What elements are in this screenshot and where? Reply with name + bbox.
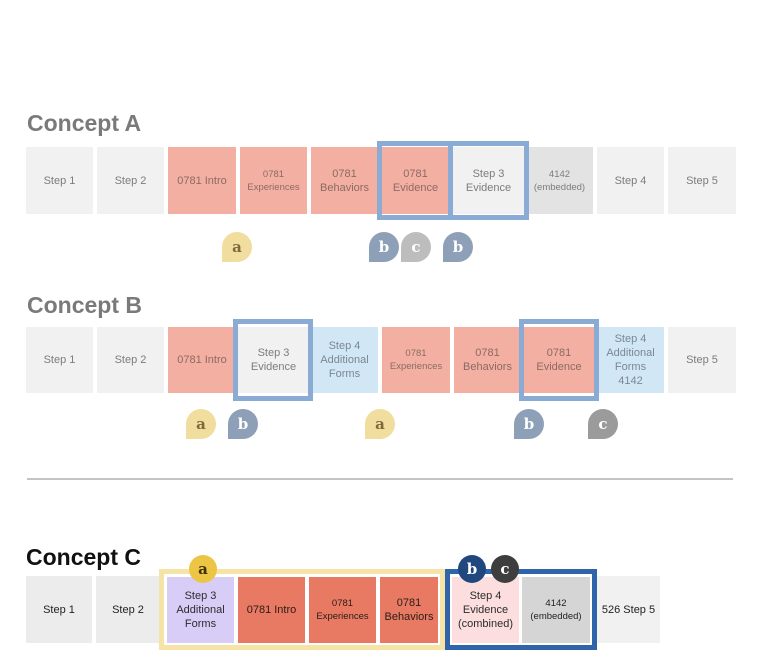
- concept-a-0781-experiences: 0781 Experiences: [240, 147, 307, 214]
- concept-a-badge-c: c: [401, 232, 431, 262]
- concept-b-step-4-additional-forms-4142: Step 4 Additional Forms 4142: [597, 327, 664, 393]
- concept-b-step-5: Step 5: [668, 327, 736, 393]
- concept-c-0781-intro: 0781 Intro: [238, 577, 305, 643]
- concept-a-badge-b-2: b: [443, 232, 473, 262]
- concept-b-highlight-step-3: [233, 319, 313, 401]
- concept-b-step-1: Step 1: [26, 327, 93, 393]
- concept-b-badge-a-2: a: [365, 409, 395, 439]
- concept-a-step-4: Step 4: [597, 147, 664, 214]
- concept-c-badge-b: b: [458, 555, 486, 583]
- concept-c-4142-embedded: 4142 (embedded): [522, 577, 590, 643]
- concept-a-title: Concept A: [27, 110, 142, 136]
- concept-c-526-step-5: 526 Step 5: [597, 576, 660, 643]
- concept-a-highlight-evidence: [377, 141, 453, 220]
- concept-c-0781-behaviors: 0781 Behaviors: [380, 577, 438, 643]
- concept-c-group-a-frame: [159, 569, 445, 650]
- concept-c-0781-experiences: 0781 Experiences: [309, 577, 376, 643]
- concept-a-step-1: Step 1: [26, 147, 93, 214]
- concept-a-badge-b-1: b: [369, 232, 399, 262]
- concept-b-badge-b-1: b: [228, 409, 258, 439]
- concept-a-0781-behaviors: 0781 Behaviors: [311, 147, 378, 214]
- concept-b-badge-a-1: a: [186, 409, 216, 439]
- concept-c-step-2: Step 2: [96, 576, 160, 643]
- concept-c-group-b-frame: [445, 569, 597, 650]
- concept-c-badge-c: c: [491, 555, 519, 583]
- concept-c-step-4-evidence-combined: Step 4 Evidence (combined): [452, 577, 519, 643]
- concept-c-badge-a: a: [189, 555, 217, 583]
- concept-c-step-1: Step 1: [26, 576, 92, 643]
- concept-b-badge-c: c: [588, 409, 618, 439]
- concept-a-highlight-step-3: [448, 141, 529, 220]
- concept-b-0781-experiences: 0781 Experiences: [382, 327, 450, 393]
- concept-a-0781-evidence: 0781 Evidence: [382, 147, 449, 214]
- concept-b-step-4-additional-forms: Step 4 Additional Forms: [311, 327, 378, 393]
- concept-b-0781-behaviors: 0781 Behaviors: [454, 327, 521, 393]
- concept-a-badge-a: a: [222, 232, 252, 262]
- concept-b-title: Concept B: [27, 292, 142, 318]
- concept-a-step-2: Step 2: [97, 147, 164, 214]
- concept-a-step-3-evidence: Step 3 Evidence: [453, 147, 524, 214]
- concept-b-highlight-evidence: [519, 319, 599, 401]
- concept-b-0781-evidence: 0781 Evidence: [524, 327, 594, 393]
- concept-a-step-5: Step 5: [668, 147, 736, 214]
- concept-b-step-2: Step 2: [97, 327, 164, 393]
- concept-c-step-3-additional-forms: Step 3 Additional Forms: [167, 577, 234, 643]
- concept-a-0781-intro: 0781 Intro: [168, 147, 236, 214]
- concept-b-0781-intro: 0781 Intro: [168, 327, 236, 393]
- concept-b-step-3-evidence: Step 3 Evidence: [238, 327, 309, 393]
- concept-a-4142-embedded: 4142 (embedded): [526, 147, 593, 214]
- section-divider: [27, 478, 733, 480]
- concept-b-badge-b-2: b: [514, 409, 544, 439]
- concept-c-title: Concept C: [26, 544, 141, 570]
